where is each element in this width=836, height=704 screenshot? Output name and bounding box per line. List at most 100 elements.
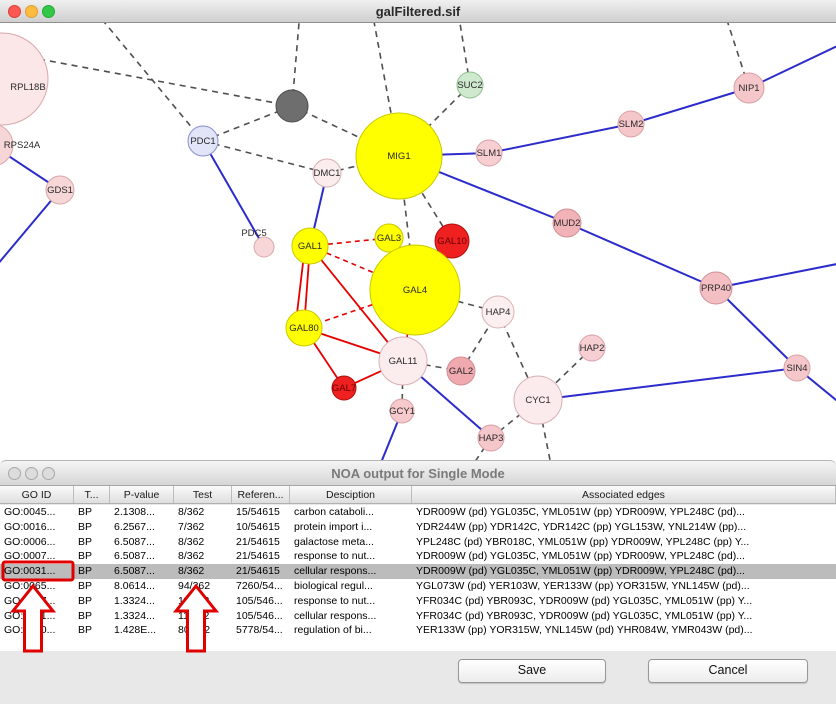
graph-edge-pd — [0, 50, 293, 107]
node-gal11[interactable]: GAL11 — [378, 336, 428, 386]
node-slm2[interactable]: SLM2 — [617, 110, 645, 138]
node-gds1[interactable]: GDS1 — [45, 175, 75, 205]
node-label: GAL2 — [449, 366, 473, 377]
close-window-button[interactable] — [8, 467, 21, 480]
node-gal10[interactable]: GAL10 — [434, 223, 470, 259]
column-header-4[interactable]: Referen... — [232, 486, 290, 503]
node-rps24a[interactable]: RPS24A — [0, 124, 41, 166]
node-suc2[interactable]: SUC2 — [456, 71, 484, 99]
table-cell: regulation of bi... — [294, 624, 372, 637]
node-label: SIN4 — [786, 363, 807, 374]
table-cell: 1.3324... — [114, 609, 155, 622]
node-label: GAL11 — [389, 356, 418, 367]
table-cell: cellular respons... — [294, 609, 377, 622]
table-cell: YFR034C (pd) YBR093C, YDR009W (pd) YGL03… — [416, 609, 753, 622]
node-gcy1[interactable]: GCY1 — [389, 398, 415, 424]
table-cell: GO:0006... — [4, 535, 56, 548]
table-cell: BP — [78, 535, 93, 548]
column-header-3[interactable]: Test — [174, 486, 232, 503]
cancel-button[interactable]: Cancel — [648, 659, 808, 683]
table-cell: 8.0614... — [114, 579, 155, 592]
table-cell: response to nut... — [294, 550, 376, 563]
node-mig1[interactable]: MIG1 — [355, 112, 443, 200]
table-cell: BP — [78, 579, 93, 592]
noa-window-titlebar: NOA output for Single Mode — [0, 460, 836, 486]
table-cell: YGL073W (pd) YER103W, YER133W (pp) YOR31… — [416, 579, 750, 592]
close-window-button[interactable] — [8, 5, 21, 18]
table-cell: GO:0045... — [4, 506, 56, 518]
node-gal1[interactable]: GAL1 — [291, 227, 329, 265]
table-cell: BP — [78, 609, 93, 622]
graph-edge-pp — [630, 87, 750, 125]
node-label: PRP40 — [701, 283, 731, 294]
node-nip1[interactable]: NIP1 — [733, 72, 765, 104]
minimize-window-button[interactable] — [25, 467, 38, 480]
zoom-window-button[interactable] — [42, 5, 55, 18]
node-mud2[interactable]: MUD2 — [552, 208, 582, 238]
table-cell: YFR034C (pd) YBR093C, YDR009W (pd) YGL03… — [416, 594, 753, 607]
save-button[interactable]: Save — [458, 659, 606, 683]
node-unlabeled[interactable] — [275, 89, 309, 123]
node-gal3[interactable]: GAL3 — [374, 223, 404, 253]
zoom-window-button[interactable] — [42, 467, 55, 480]
table-cell: 6.5087... — [114, 550, 155, 563]
column-header-2[interactable]: P-value — [110, 486, 174, 503]
node-gal80[interactable]: GAL80 — [285, 309, 323, 347]
table-cell: BP — [78, 550, 93, 563]
table-cell: 105/546... — [236, 594, 283, 607]
node-label: PDC1 — [190, 136, 215, 147]
node-gal2[interactable]: GAL2 — [446, 356, 476, 386]
node-label: GAL80 — [289, 323, 319, 334]
node-sin4[interactable]: SIN4 — [783, 354, 811, 382]
node-prp40[interactable]: PRP40 — [699, 271, 733, 305]
graph-edge-pp — [202, 140, 265, 248]
node-dmc1[interactable]: DMC1 — [312, 158, 342, 188]
table-cell: BP — [78, 506, 93, 518]
table-cell: YDR009W (pd) YGL035C, YML051W (pp) YDR00… — [416, 565, 745, 578]
graph-edge-pp — [748, 45, 836, 89]
node-hap2[interactable]: HAP2 — [578, 334, 606, 362]
table-cell: BP — [78, 565, 93, 578]
column-header-1[interactable]: T... — [74, 486, 110, 503]
network-window-title: galFiltered.sif — [375, 3, 461, 19]
table-cell: 1.428E... — [114, 624, 157, 637]
graph-edge-pd — [401, 360, 404, 412]
column-header-6[interactable]: Associated edges — [412, 486, 836, 503]
node-hap4[interactable]: HAP4 — [481, 295, 515, 329]
node-label: DMC1 — [314, 168, 341, 179]
graph-edge-pp — [537, 367, 798, 401]
node-label: GAL10 — [437, 236, 467, 247]
table-cell: 21/54615 — [236, 565, 280, 578]
graph-edge-pp — [488, 123, 632, 154]
node-hap3[interactable]: HAP3 — [477, 424, 505, 452]
node-cyc1[interactable]: CYC1 — [513, 375, 563, 425]
node-label: SLM1 — [477, 148, 502, 159]
table-cell: GO:0031... — [4, 609, 56, 622]
node-slm1[interactable]: SLM1 — [475, 139, 503, 167]
node-label: GAL1 — [298, 241, 322, 252]
column-header-0[interactable]: GO ID — [0, 486, 74, 503]
node-gal7[interactable]: GAL7 — [331, 375, 357, 401]
table-cell: 105/546... — [236, 609, 283, 622]
node-gal4[interactable]: GAL4 — [369, 244, 461, 336]
node-label: PDC5 — [241, 228, 266, 239]
column-header-5[interactable]: Desciption — [290, 486, 412, 503]
node-pdc1[interactable]: PDC1 — [187, 125, 219, 157]
table-cell: YPL248C (pd) YBR018C, YML051W (pp) YDR00… — [416, 535, 750, 548]
node-pdc5[interactable]: PDC5 — [241, 228, 275, 258]
table-cell: 8/362 — [178, 550, 205, 563]
minimize-window-button[interactable] — [25, 5, 38, 18]
node-rpl18b[interactable]: RPL18B — [0, 32, 49, 126]
